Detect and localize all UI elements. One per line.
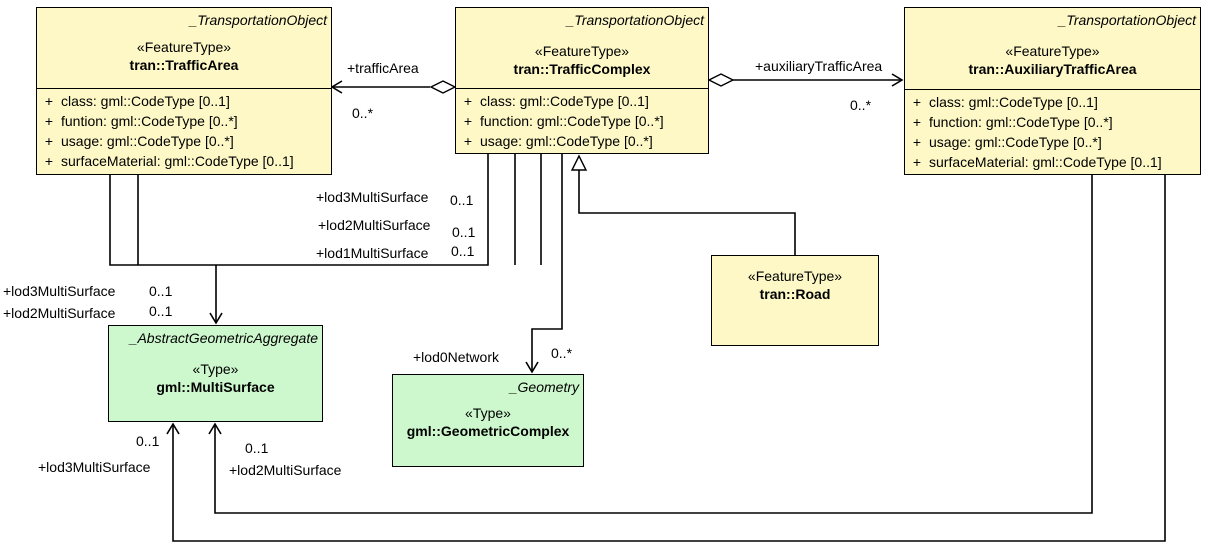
attribute-row: +usage: gml::CodeType [0..*] bbox=[44, 133, 234, 149]
class-stereotype: «FeatureType» bbox=[534, 43, 630, 59]
class-stereotype: «Type» bbox=[192, 361, 239, 377]
attribute-row: +usage: gml::CodeType [0..*] bbox=[463, 133, 653, 149]
auxiliary-traffic-area-class[interactable]: _TransportationObject «FeatureType» tran… bbox=[904, 7, 1201, 175]
attribute-row: +class: gml::CodeType [0..1] bbox=[912, 94, 1098, 110]
class-stereotype: «FeatureType» bbox=[747, 268, 843, 284]
tc-lod2-role-label: +lod2MultiSurface bbox=[318, 217, 431, 233]
ta-lod3-role-label: +lod3MultiSurface bbox=[3, 283, 116, 299]
class-stereotype: «FeatureType» bbox=[1005, 43, 1100, 59]
class-name: gml::MultiSurface bbox=[156, 379, 275, 395]
traffic-area-lod-lines bbox=[109, 175, 216, 266]
auxiliary-lod3-association bbox=[166, 175, 1166, 542]
multi-surface-class[interactable]: _AbstractGeometricAggregate «Type» gml::… bbox=[108, 325, 323, 422]
class-parent-name: _AbstractGeometricAggregate bbox=[129, 330, 318, 346]
attribute-row: +surfaceMaterial: gml::CodeType [0..1] bbox=[44, 153, 294, 169]
ata-lod2-role-label: +lod2MultiSurface bbox=[229, 462, 342, 478]
ata-lod2-multiplicity: 0..1 bbox=[245, 440, 269, 456]
road-generalization-line bbox=[578, 170, 796, 255]
tc-lod3-multiplicity: 0..1 bbox=[450, 192, 474, 208]
class-parent-name: _TransportationObject bbox=[1058, 12, 1196, 28]
traffic-area-multiplicity: 0..* bbox=[352, 105, 374, 121]
class-stereotype: «Type» bbox=[465, 405, 511, 421]
class-parent-name: _Geometry bbox=[509, 379, 579, 395]
lod0-network-role-label: +lod0Network bbox=[413, 349, 499, 365]
attribute-row: +funtion: gml::CodeType [0..*] bbox=[44, 113, 238, 129]
auxiliary-aggregation-diamond bbox=[707, 73, 735, 87]
ta-lod2-role-label: +lod2MultiSurface bbox=[3, 305, 116, 321]
class-name: tran::TrafficComplex bbox=[513, 61, 651, 77]
tc-lod1-multiplicity: 0..1 bbox=[451, 243, 475, 259]
auxiliary-lod2-association bbox=[208, 175, 1093, 514]
attribute-row: +class: gml::CodeType [0..1] bbox=[463, 93, 649, 109]
attribute-compartment: +class: gml::CodeType [0..1] +function: … bbox=[456, 88, 708, 151]
lod0-network-association bbox=[525, 154, 563, 374]
class-name: gml::GeometricComplex bbox=[406, 423, 570, 439]
ta-lod2-multiplicity: 0..1 bbox=[149, 303, 173, 319]
traffic-complex-lod-lines bbox=[216, 154, 542, 266]
auxiliary-role-label: +auxiliaryTrafficArea bbox=[755, 58, 883, 74]
geometric-complex-class[interactable]: _Geometry «Type» gml::GeometricComplex bbox=[392, 374, 584, 467]
class-stereotype: «FeatureType» bbox=[136, 39, 232, 55]
lod0-network-multiplicity: 0..* bbox=[551, 345, 573, 361]
attribute-compartment: +class: gml::CodeType [0..1] +function: … bbox=[905, 89, 1200, 172]
class-parent-name: _TransportationObject bbox=[189, 12, 327, 28]
auxiliary-multiplicity: 0..* bbox=[850, 97, 872, 113]
ata-lod3-role-label: +lod3MultiSurface bbox=[38, 459, 151, 475]
ata-lod3-multiplicity: 0..1 bbox=[136, 433, 160, 449]
traffic-area-class[interactable]: _TransportationObject «FeatureType» tran… bbox=[36, 7, 332, 175]
traffic-complex-class[interactable]: _TransportationObject «FeatureType» tran… bbox=[455, 7, 709, 154]
ta-lod3-multiplicity: 0..1 bbox=[149, 283, 173, 299]
class-name: tran::Road bbox=[759, 286, 831, 302]
tc-lod2-multiplicity: 0..1 bbox=[452, 224, 476, 240]
class-parent-name: _TransportationObject bbox=[566, 12, 704, 28]
attribute-compartment: +class: gml::CodeType [0..1] +funtion: g… bbox=[37, 88, 331, 171]
attribute-row: +usage: gml::CodeType [0..*] bbox=[912, 134, 1102, 150]
attribute-row: +class: gml::CodeType [0..1] bbox=[44, 93, 230, 109]
attribute-row: +surfaceMaterial: gml::CodeType [0..1] bbox=[912, 154, 1162, 170]
attribute-row: +function: gml::CodeType [0..*] bbox=[463, 113, 664, 129]
tc-lod3-role-label: +lod3MultiSurface bbox=[316, 189, 429, 205]
road-class[interactable]: «FeatureType» tran::Road bbox=[711, 255, 879, 346]
class-name: tran::AuxiliaryTrafficArea bbox=[968, 61, 1137, 77]
tc-lod1-role-label: +lod1MultiSurface bbox=[316, 245, 429, 261]
class-name: tran::TrafficArea bbox=[129, 57, 239, 73]
generalization-triangle bbox=[570, 154, 588, 171]
traffic-area-role-label: +trafficArea bbox=[347, 60, 419, 76]
traffic-area-aggregation-diamond bbox=[429, 80, 457, 94]
attribute-row: +function: gml::CodeType [0..*] bbox=[912, 114, 1113, 130]
